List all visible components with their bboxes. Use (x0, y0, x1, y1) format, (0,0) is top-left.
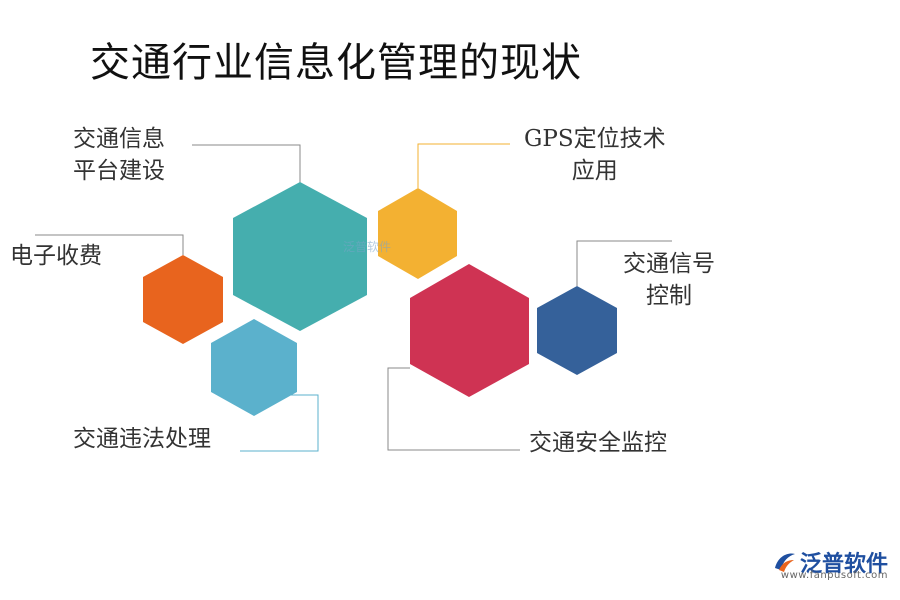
connector-security (387, 367, 520, 451)
label-platform: 交通信息 平台建设 (73, 123, 165, 187)
label-platform-line-1: 交通信息 (73, 126, 165, 152)
label-toll: 电子收费 (10, 240, 102, 272)
label-signal: 交通信号 控制 (623, 248, 715, 312)
fanpu-logo-icon (774, 553, 795, 572)
hexagon-violation (211, 319, 297, 416)
logo-text: 泛普软件 (799, 552, 888, 577)
label-signal-line-2: 控制 (646, 283, 692, 309)
label-signal-line-1: 交通信号 (623, 251, 715, 277)
label-gps: GPS定位技术 应用 (524, 123, 666, 187)
connector-gps (417, 143, 510, 188)
brand-logo: 泛普软件 www.fanpusoft.com (772, 546, 888, 581)
hexagon-gps (378, 188, 457, 279)
label-security: 交通安全监控 (529, 427, 667, 459)
connector-violation (240, 394, 319, 452)
page-title: 交通行业信息化管理的现状 (90, 40, 582, 86)
label-toll-line-1: 电子收费 (10, 243, 102, 269)
connector-platform (192, 144, 301, 184)
connector-signal (576, 240, 672, 286)
label-security-line-1: 交通安全监控 (529, 430, 667, 456)
connector-toll (35, 234, 184, 255)
label-gps-line-1: GPS定位技术 (524, 126, 666, 152)
hexagon-toll (143, 255, 223, 344)
watermark: 泛普软件 (343, 240, 392, 254)
label-gps-line-2: 应用 (571, 158, 618, 184)
hexagon-platform (233, 182, 367, 331)
label-violation-line-1: 交通违法处理 (73, 426, 211, 452)
hexagon-security (410, 264, 529, 397)
logo-url: www.fanpusoft.com (780, 570, 888, 581)
label-platform-line-2: 平台建设 (73, 158, 165, 184)
hexagon-signal (537, 286, 617, 375)
label-violation: 交通违法处理 (73, 423, 211, 455)
